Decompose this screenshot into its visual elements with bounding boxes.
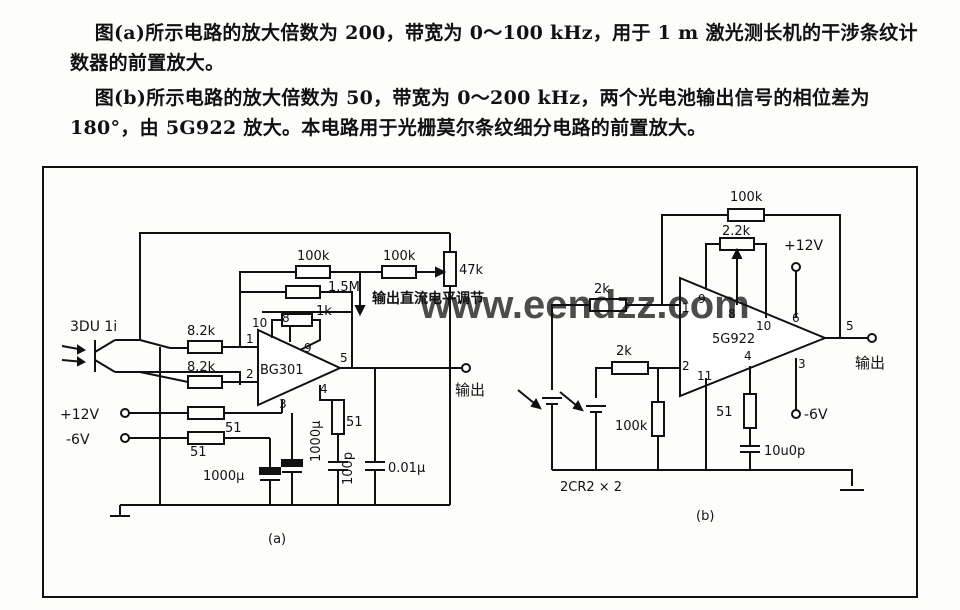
resistor-51b xyxy=(187,431,225,445)
output-a-label: 输出 xyxy=(455,381,485,399)
r-51-b-label: 51 xyxy=(716,405,733,420)
c-comp-label: 10u0p xyxy=(764,444,805,459)
r-in1-b-label: 2k xyxy=(594,282,610,297)
capacitor-1000u-a xyxy=(259,467,281,475)
pin-a-2: 2 xyxy=(246,367,254,381)
resistor-r-in1 xyxy=(187,340,223,354)
r-51b-label: 51 xyxy=(190,445,207,460)
resistor-100k-gnd xyxy=(651,401,665,437)
resistor-51-out xyxy=(331,399,345,435)
r-in2-b-label: 2k xyxy=(616,344,632,359)
figure-frame xyxy=(42,166,918,598)
pin-b-10: 10 xyxy=(756,319,771,333)
opamp-bg301 xyxy=(257,328,343,407)
circuit-b: 5G922 9 8 10 6 1 2 11 4 3 5 100k 2.2k xyxy=(517,190,885,524)
pin-b-4: 4 xyxy=(744,349,752,363)
resistor-1-5m xyxy=(285,285,321,299)
pin-a-9: 9 xyxy=(304,341,312,355)
cells-label: 2CR2 × 2 xyxy=(560,480,622,495)
r-gnd-label: 100k xyxy=(615,419,648,434)
r-in2-label: 8.2k xyxy=(187,360,216,375)
vpos-b-label: +12V xyxy=(784,238,824,254)
description-paragraph-b: 图(b)所示电路的放大倍数为 50，带宽为 0～200 kHz，两个光电池输出信… xyxy=(70,87,870,139)
watermark-text: www.eendzz.com xyxy=(419,283,750,327)
resistor-r-in2 xyxy=(187,375,223,389)
opamp-5g922-label: 5G922 xyxy=(712,332,755,347)
opamp-bg301-label: BG301 xyxy=(260,363,304,378)
resistor-100k-b xyxy=(727,208,765,222)
pin-a-4: 4 xyxy=(320,382,328,396)
circuit-a: 3DU 1i 8.2k 8.2k 51 51 +12V xyxy=(60,232,485,547)
c3-label: 100p xyxy=(341,452,356,485)
c2-label: 1000μ xyxy=(309,421,324,462)
potentiometer-47k xyxy=(443,251,457,287)
photodiode-label: 3DU 1i xyxy=(70,319,117,335)
capacitor-1000u-b xyxy=(281,459,303,467)
r-pot-label: 2.2k xyxy=(722,224,751,239)
pin-b-2: 2 xyxy=(682,359,690,373)
r-fb-b-label: 100k xyxy=(730,190,763,205)
pin-b-9: 9 xyxy=(698,292,706,306)
pin-b-8: 8 xyxy=(728,307,736,321)
opamp-5g922 xyxy=(679,276,828,398)
c4-label: 0.01μ xyxy=(388,461,425,476)
pin-a-10: 10 xyxy=(252,316,267,330)
pin-a-8: 8 xyxy=(282,311,290,325)
resistor-100k-fb1 xyxy=(295,265,331,279)
note-label: 输出直流电平调节 xyxy=(372,290,484,307)
c1-label: 1000μ xyxy=(203,469,244,484)
resistor-2k-in2 xyxy=(611,361,649,375)
resistor-51-b xyxy=(743,393,757,429)
description-paragraph-a: 图(a)所示电路的放大倍数为 200，带宽为 0～100 kHz，用于 1 m … xyxy=(70,22,918,74)
vpos-a-label: +12V xyxy=(60,407,100,423)
pin-b-5: 5 xyxy=(846,319,854,333)
vneg-a-label: -6V xyxy=(66,432,90,448)
r-in1-label: 8.2k xyxy=(187,324,216,339)
caption-b: (b) xyxy=(696,509,714,524)
resistor-100k-fb2 xyxy=(381,265,417,279)
pot-47k-label: 47k xyxy=(459,263,484,278)
caption-a: (a) xyxy=(268,532,286,547)
r-out-label: 51 xyxy=(346,415,363,430)
pin-b-3: 3 xyxy=(798,357,806,371)
pin-b-11: 11 xyxy=(697,369,712,383)
resistor-51a xyxy=(187,406,225,420)
r-fb1-label: 100k xyxy=(297,249,330,264)
vneg-b-label: -6V xyxy=(804,407,828,423)
pin-b-1: 1 xyxy=(682,301,690,315)
pin-a-1: 1 xyxy=(246,332,254,346)
pin-a-5: 5 xyxy=(340,351,348,365)
photodiode-3du xyxy=(61,339,116,373)
r-51a-label: 51 xyxy=(225,421,242,436)
output-b-label: 输出 xyxy=(855,354,885,372)
r-fb2-label: 100k xyxy=(383,249,416,264)
